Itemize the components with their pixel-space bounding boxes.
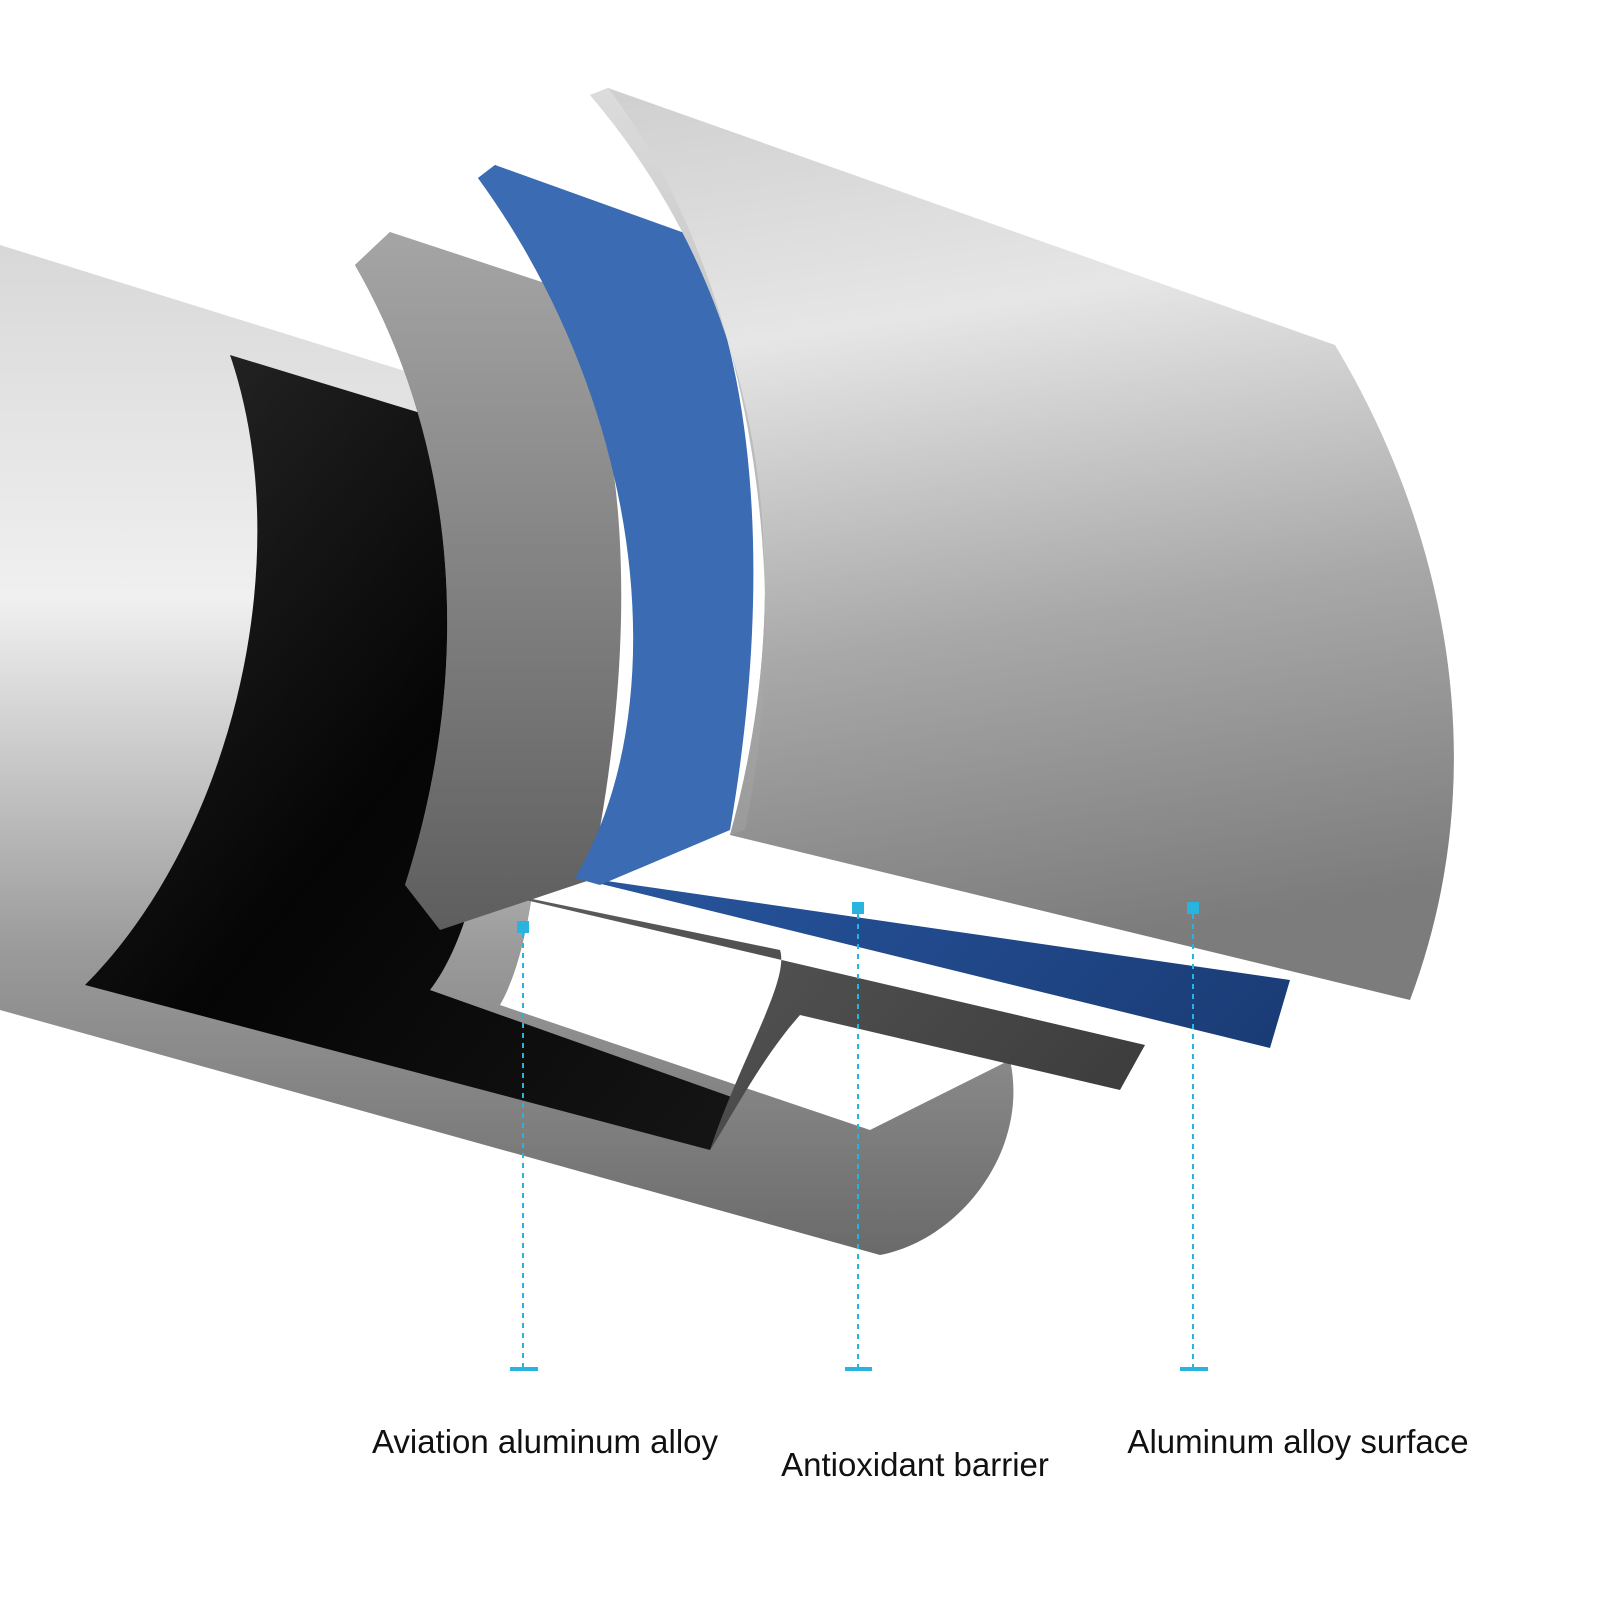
aviation-alloy-layer: [355, 232, 1145, 1150]
callout-antioxidant-pointer: [845, 902, 872, 1371]
antioxidant-barrier-edge: [478, 165, 754, 885]
label-antioxidant-barrier: Antioxidant barrier: [781, 1446, 1049, 1483]
callout-alloy-surface-pointer: [1180, 902, 1208, 1371]
inner-core-layer: [85, 355, 740, 1150]
alloy-surface-layer: [590, 88, 1454, 1000]
callout-aviation-alloy-pointer: [510, 921, 538, 1371]
label-aluminum-alloy-surface: Aluminum alloy surface: [1127, 1423, 1469, 1460]
alloy-surface-edge: [590, 88, 766, 835]
label-aviation-aluminum-alloy: Aviation aluminum alloy: [371, 1423, 719, 1460]
aviation-alloy-edge: [355, 232, 622, 930]
